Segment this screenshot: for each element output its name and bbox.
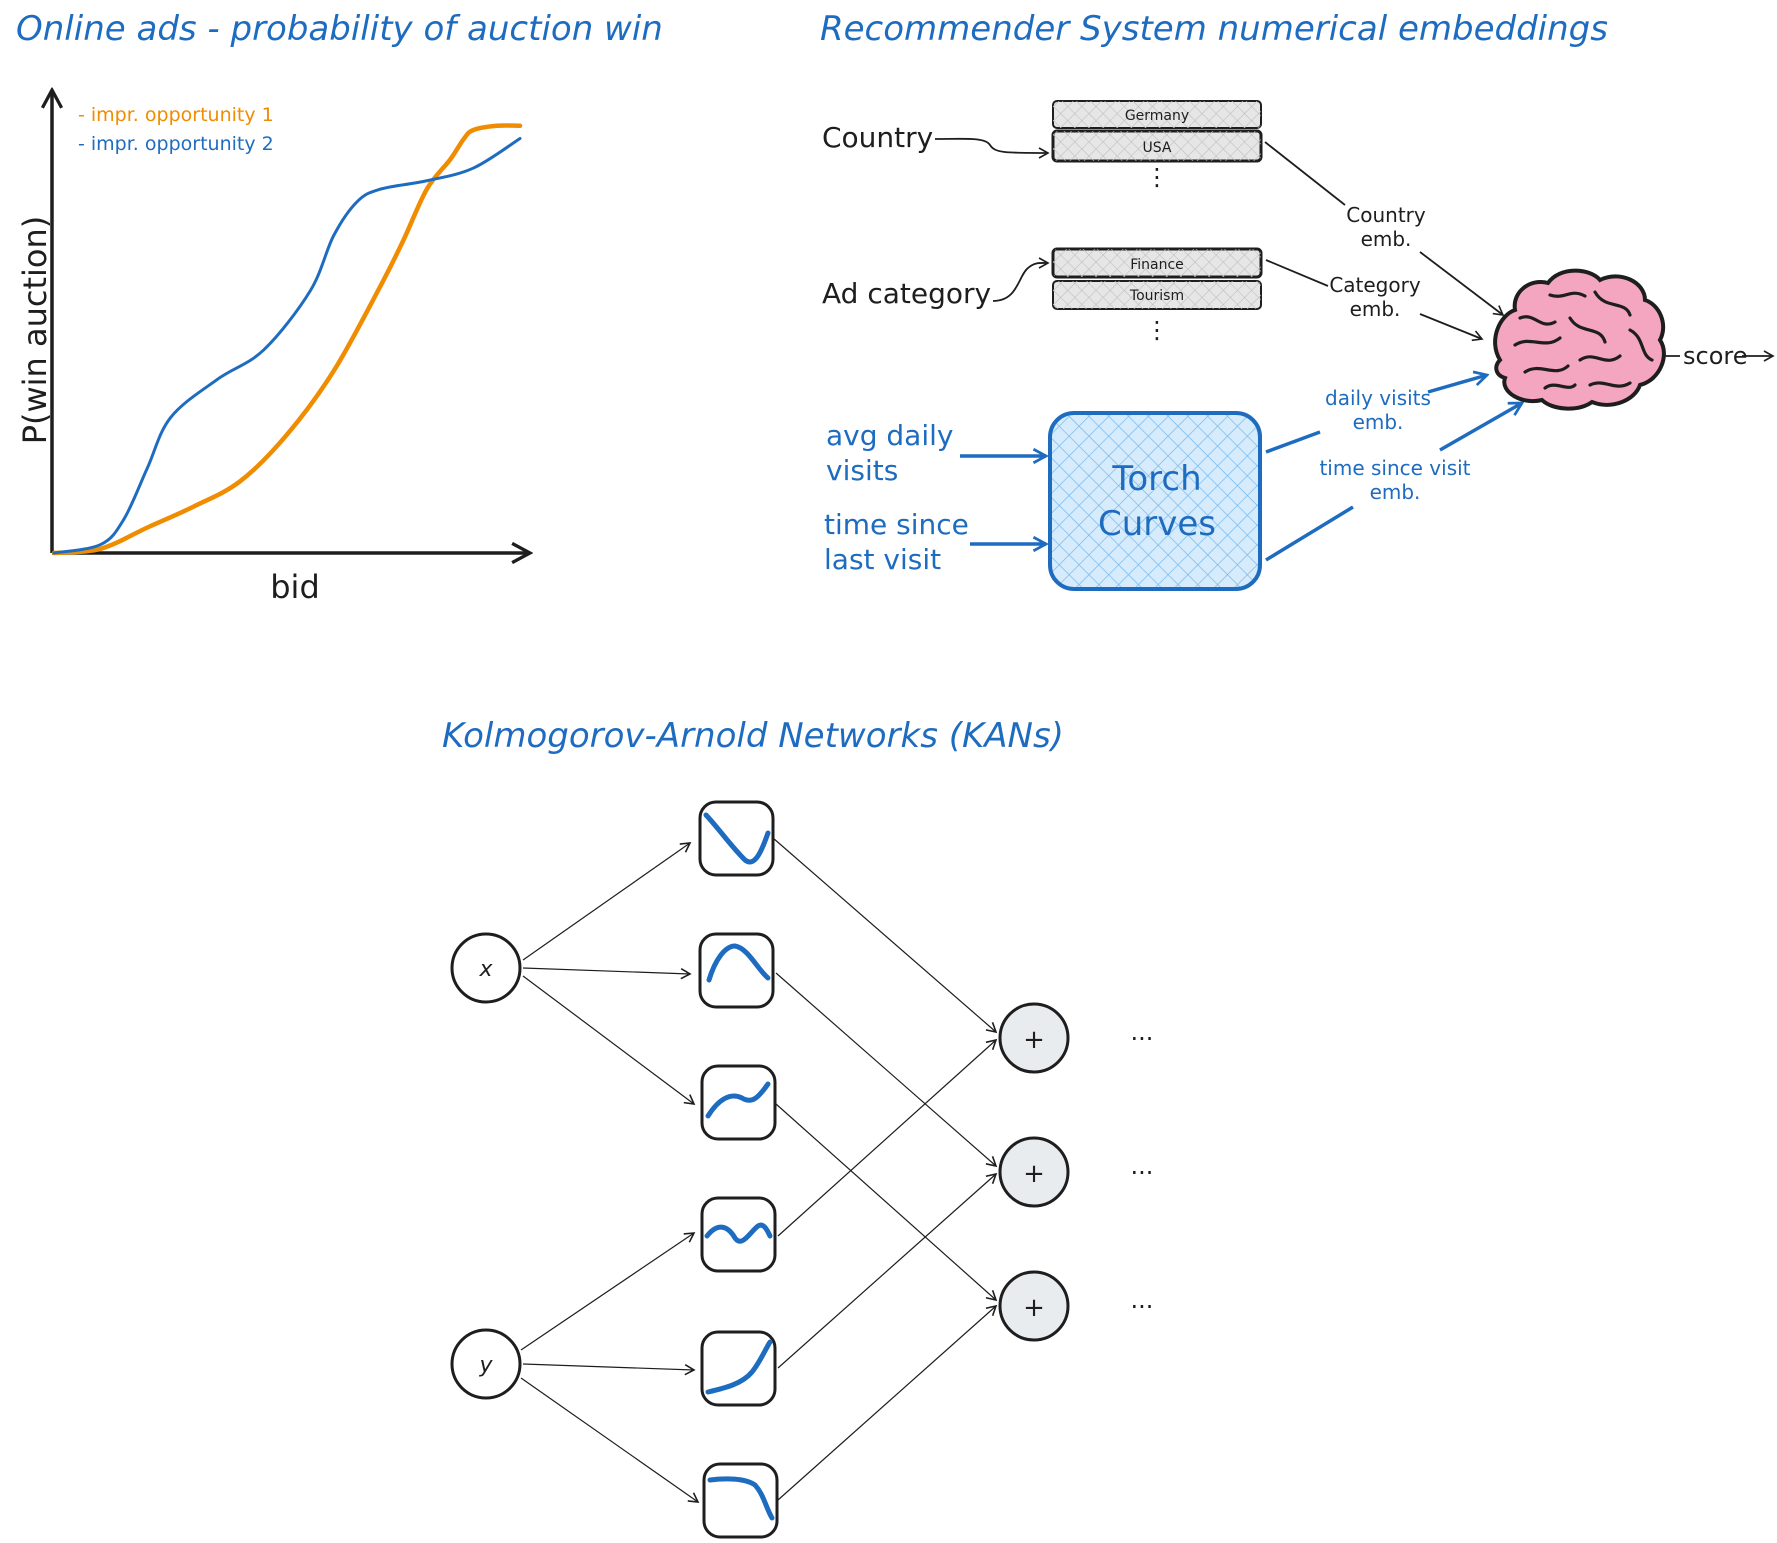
y-axis-label: P(win auction) [16,216,54,445]
country-emb-label-line2: emb. [1361,227,1412,251]
legend-item-opportunity-1: - impr. opportunity 1 [78,104,274,126]
country-label: Country [822,121,933,154]
time-visit-emb-label-line1: time since visit [1319,456,1470,480]
function-box-3 [700,1064,777,1141]
country-embedding-table: Germany USA ⋮ [1051,100,1263,191]
series-line-opportunity-1 [51,123,523,556]
input-node-x: x [450,932,522,1004]
output-edges [772,837,998,1501]
time-visit-emb-arrow [1439,401,1522,452]
country-ellipsis: ⋮ [1145,163,1169,191]
kan-title: Kolmogorov-Arnold Networks (KANs) [442,716,1064,756]
time-since-last-visit-label-line2: last visit [824,543,941,576]
category-emb-label-line2: emb. [1350,297,1401,321]
daily-visits-emb-label-line1: daily visits [1325,386,1431,410]
time-since-last-visit-label-line1: time since [824,508,969,541]
input-node-x-label: x [478,957,493,982]
table-cell-finance: Finance [1130,257,1184,273]
function-box-5 [700,1330,777,1407]
input-node-y: y [450,1328,522,1400]
category-emb-arrow [1419,313,1484,342]
input-node-y-label: y [478,1353,493,1378]
avg-daily-visits-label-line1: avg daily [826,419,953,452]
function-box-4 [700,1196,777,1273]
country-emb-line-a [1264,141,1346,206]
sum-node-1-ellipsis: ... [1131,1018,1154,1046]
daily-visits-emb-arrow [1427,375,1487,394]
sum-node-1: + [998,1002,1070,1074]
country-arrow [934,137,1050,159]
sum-node-1-label: + [1023,1025,1045,1055]
torch-box-label-line1: Torch [1111,459,1201,499]
score-label: score [1683,342,1748,370]
torch-box-label-line2: Curves [1098,504,1216,544]
sum-node-3-ellipsis: ... [1131,1286,1154,1314]
time-visit-emb-label-line2: emb. [1370,480,1421,504]
brain-icon [1493,268,1666,411]
function-box-2 [698,932,775,1009]
recommender-diagram: Recommender System numerical embeddings … [820,9,1775,591]
avg-daily-visits-label-line2: visits [826,454,898,487]
sum-node-2-label: + [1023,1159,1045,1189]
sum-node-2: + [998,1136,1070,1208]
category-emb-line-a [1265,259,1329,287]
function-box-6 [702,1462,779,1539]
torch-curves-box: Torch Curves [1048,411,1262,591]
series-line-opportunity-2 [52,136,522,555]
sum-node-2-ellipsis: ... [1131,1152,1154,1180]
legend-item-opportunity-2: - impr. opportunity 2 [78,133,274,155]
x-axis-label: bid [270,568,320,606]
chart-title: Online ads - probability of auction win [16,9,663,49]
ad-category-ellipsis: ⋮ [1145,316,1169,344]
function-box-1 [698,800,775,877]
kan-diagram: Kolmogorov-Arnold Networks (KANs) x y [442,716,1154,1539]
table-cell-tourism: Tourism [1129,288,1184,304]
table-cell-usa: USA [1143,140,1172,156]
sum-node-3: + [998,1270,1070,1342]
country-emb-label-line1: Country [1346,203,1426,227]
daily-visits-emb-line-a [1265,430,1321,454]
ad-category-label: Ad category [822,277,991,310]
category-emb-label-line1: Category [1329,273,1421,297]
ad-category-arrow [992,257,1050,302]
daily-visits-emb-label-line2: emb. [1353,410,1404,434]
recsys-title: Recommender System numerical embeddings [820,9,1608,49]
ad-category-embedding-table: Finance Tourism ⋮ [1051,247,1263,344]
time-visit-emb-line-a [1265,505,1354,562]
input-edges [520,842,700,1503]
table-cell-germany: Germany [1125,108,1189,124]
country-emb-arrow [1419,251,1505,316]
auction-chart: Online ads - probability of auction win … [16,9,663,606]
sum-node-3-label: + [1023,1293,1045,1323]
